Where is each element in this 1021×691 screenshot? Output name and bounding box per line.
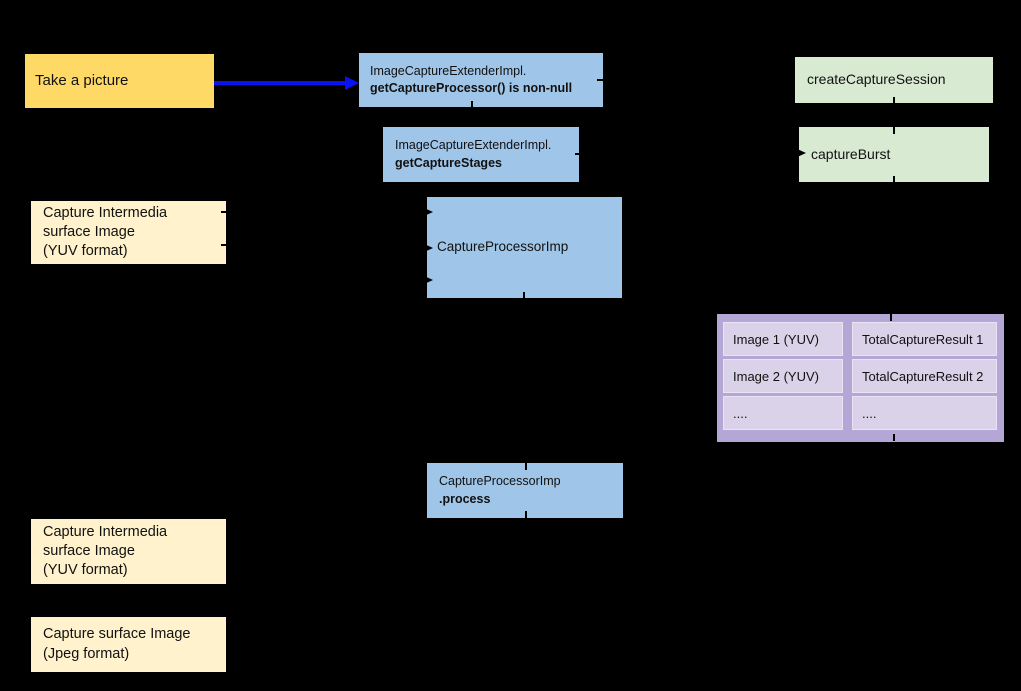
capture-intermedia-surface-bottom-node: Capture Intermedia surface Image (YUV fo… [31, 519, 226, 584]
capture-surface-jpeg-node: Capture surface Image (Jpeg format) [31, 617, 226, 672]
table-cell-image-2: Image 2 (YUV) [723, 359, 843, 393]
connector-mark [890, 314, 892, 321]
connector-arrowhead-icon [422, 275, 433, 285]
get-capture-stages-line1: ImageCaptureExtenderImpl. [395, 138, 552, 153]
take-a-picture-label: Take a picture [35, 71, 129, 89]
connector-mark [893, 97, 895, 104]
connector-mark [597, 79, 604, 81]
create-capture-session-node: createCaptureSession [795, 57, 993, 103]
capture-results-table: Image 1 (YUV) TotalCaptureResult 1 Image… [717, 314, 1004, 442]
connector-mark [525, 463, 527, 470]
table-cell-result-more: .... [852, 396, 997, 430]
table-cell-result-2-label: TotalCaptureResult 2 [862, 368, 984, 384]
connector-arrowhead-icon [422, 243, 433, 253]
capture-processor-imp-node: CaptureProcessorImp [427, 197, 622, 298]
table-cell-image-1-label: Image 1 (YUV) [733, 331, 819, 347]
capture-intermedia-top-line2: surface Image [43, 223, 135, 240]
capture-intermedia-bottom-line3: (YUV format) [43, 562, 128, 579]
capture-intermedia-surface-top-node: Capture Intermedia surface Image (YUV fo… [31, 201, 226, 264]
connector-mark [471, 101, 473, 108]
table-cell-image-more-label: .... [733, 405, 748, 421]
capture-burst-node: captureBurst [799, 127, 989, 182]
get-capture-processor-line1: ImageCaptureExtenderImpl. [370, 63, 527, 78]
capture-intermedia-bottom-line1: Capture Intermedia [43, 523, 168, 540]
table-cell-image-2-label: Image 2 (YUV) [733, 368, 819, 384]
capture-surface-jpeg-line2: (Jpeg format) [43, 645, 130, 662]
table-cell-result-1: TotalCaptureResult 1 [852, 322, 997, 356]
get-capture-stages-line2: getCaptureStages [395, 155, 502, 170]
get-capture-processor-node: ImageCaptureExtenderImpl. getCaptureProc… [359, 53, 603, 107]
capture-surface-jpeg-line1: Capture surface Image [43, 626, 191, 643]
connector-mark [221, 244, 228, 246]
capture-intermedia-bottom-line2: surface Image [43, 542, 135, 559]
create-capture-session-label: createCaptureSession [807, 71, 946, 88]
table-cell-result-2: TotalCaptureResult 2 [852, 359, 997, 393]
connector-mark [221, 211, 228, 213]
table-cell-result-1-label: TotalCaptureResult 1 [862, 331, 984, 347]
capture-burst-label: captureBurst [811, 145, 891, 162]
connector-arrowhead-icon [422, 207, 433, 217]
connector-mark [893, 127, 895, 134]
connector-mark [893, 176, 895, 183]
capture-intermedia-top-line3: (YUV format) [43, 243, 128, 260]
capture-processor-imp-label: CaptureProcessorImp [437, 239, 569, 255]
table-cell-image-more: .... [723, 396, 843, 430]
capture-processor-process-line1: CaptureProcessorImp [439, 474, 561, 489]
capture-intermedia-top-line1: Capture Intermedia [43, 204, 168, 221]
get-capture-stages-node: ImageCaptureExtenderImpl. getCaptureStag… [383, 127, 579, 182]
blue-flow-arrow-line [214, 81, 347, 85]
blue-flow-arrow-head-icon [345, 76, 359, 90]
capture-processor-process-line2: .process [439, 491, 491, 506]
table-cell-result-more-label: .... [862, 405, 877, 421]
connector-arrowhead-icon [795, 148, 806, 158]
take-a-picture-node: Take a picture [25, 54, 214, 108]
connector-mark [575, 153, 582, 155]
table-cell-image-1: Image 1 (YUV) [723, 322, 843, 356]
connector-mark [523, 292, 525, 299]
connector-mark [525, 511, 527, 518]
capture-processor-process-node: CaptureProcessorImp .process [427, 463, 623, 518]
connector-mark [893, 434, 895, 441]
get-capture-processor-line2: getCaptureProcessor() is non-null [370, 81, 573, 95]
